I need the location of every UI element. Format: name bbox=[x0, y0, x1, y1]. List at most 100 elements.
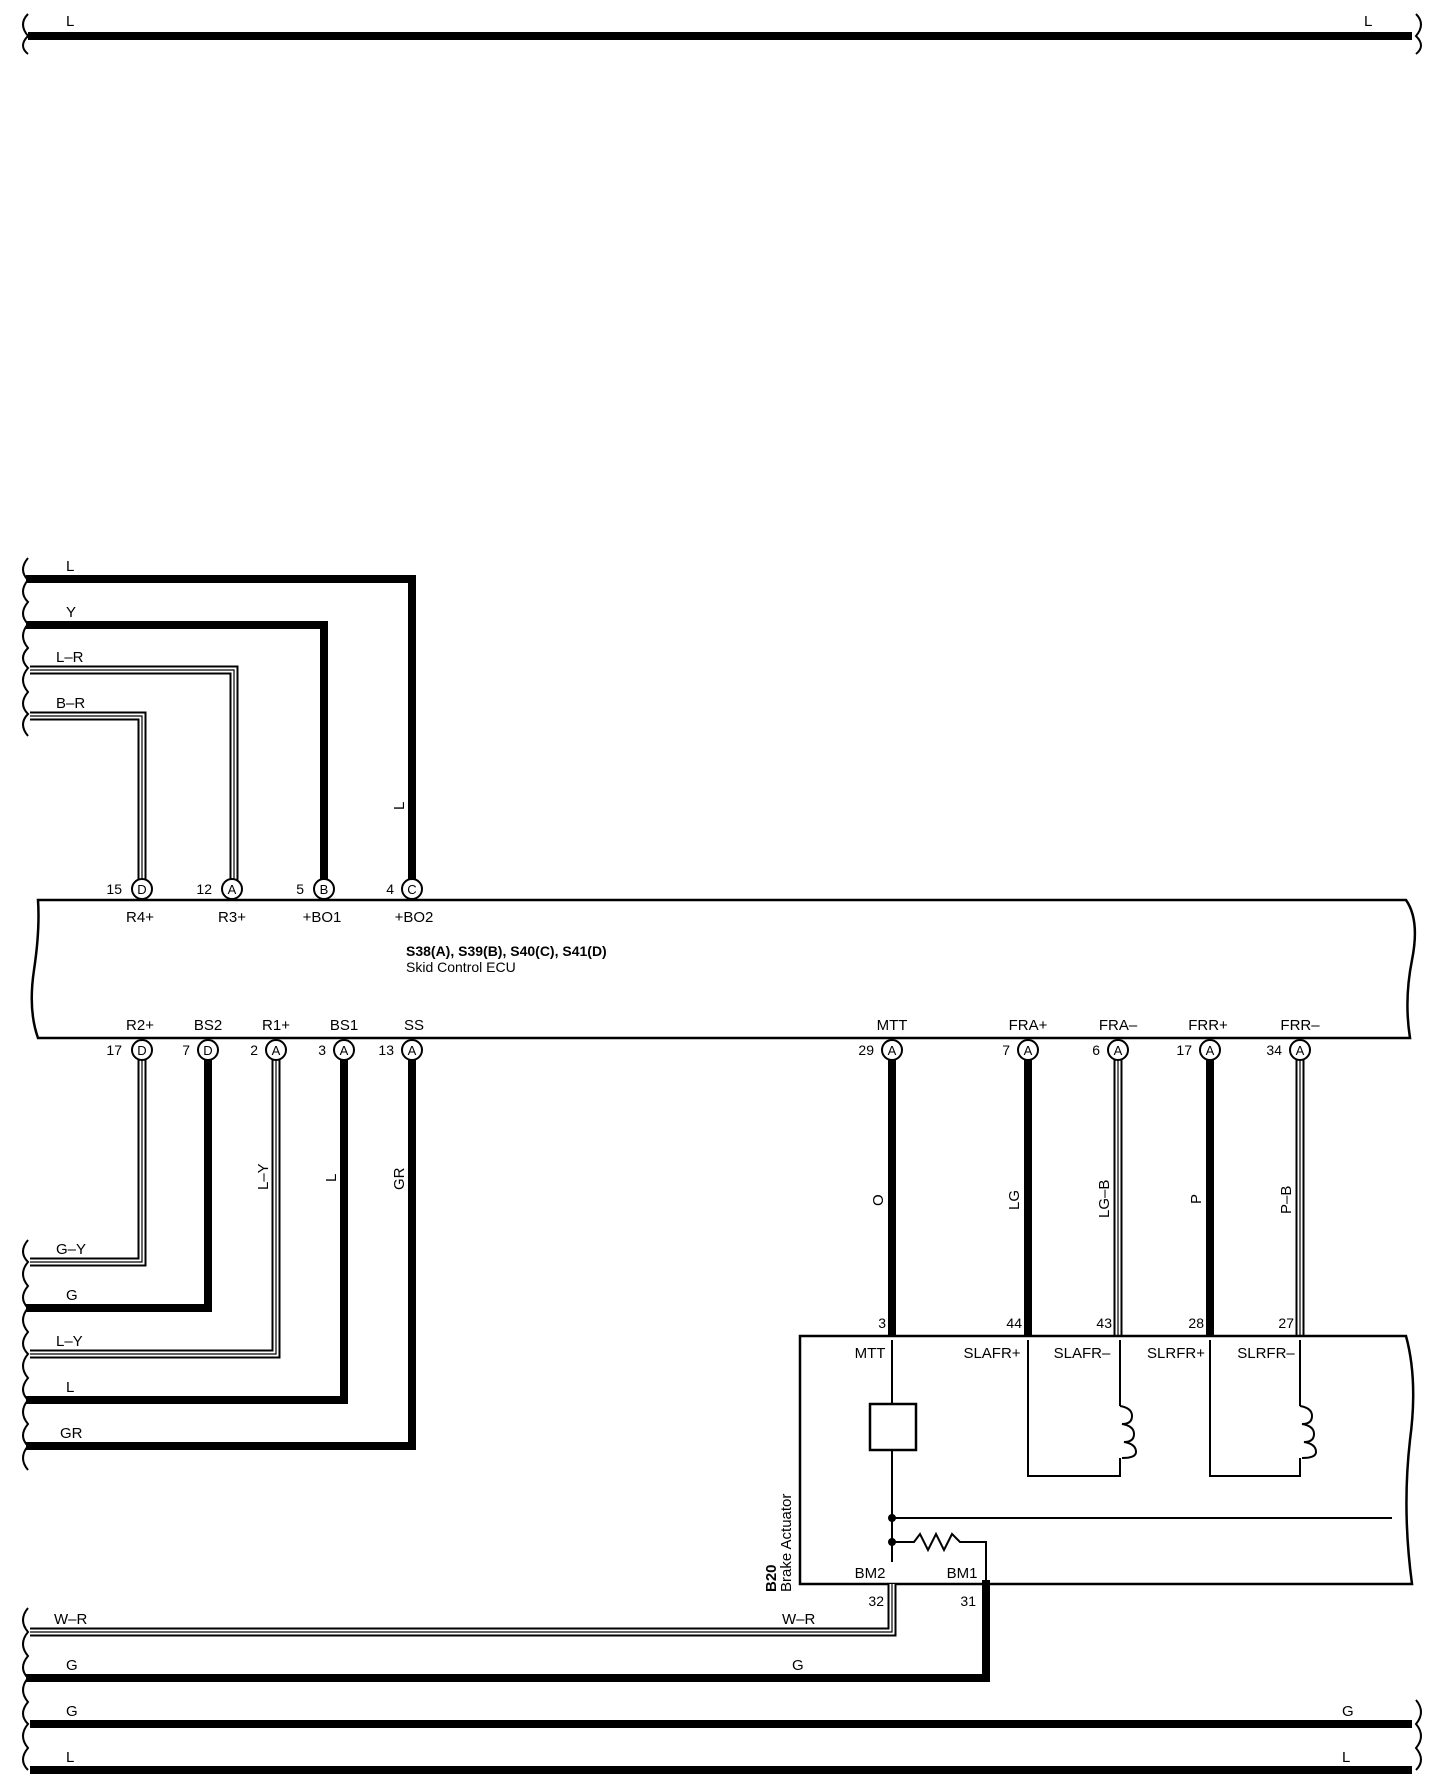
svg-text:B: B bbox=[320, 882, 329, 897]
svg-text:W–R: W–R bbox=[782, 1611, 816, 1628]
svg-text:29: 29 bbox=[858, 1042, 874, 1058]
svg-text:G: G bbox=[1342, 1703, 1354, 1720]
svg-text:C: C bbox=[407, 882, 416, 897]
wire-label-b-r: B–R bbox=[56, 695, 85, 712]
svg-text:A: A bbox=[272, 1043, 281, 1058]
ecu-pin-fra-minus: A6 bbox=[1092, 1039, 1129, 1061]
svg-text:44: 44 bbox=[1006, 1315, 1022, 1331]
svg-text:FRA–: FRA– bbox=[1099, 1017, 1138, 1034]
bm1-resistor bbox=[892, 1531, 987, 1584]
wire-vlabel-gr: GR bbox=[391, 1167, 408, 1190]
svg-text:43: 43 bbox=[1096, 1315, 1112, 1331]
svg-text:LG–B: LG–B bbox=[1096, 1180, 1113, 1218]
wire-vlabel-l-bo2: L bbox=[391, 802, 408, 810]
wire-l-r bbox=[30, 665, 239, 886]
svg-text:6: 6 bbox=[1092, 1042, 1100, 1058]
ecu-pin-frr-minus: A34 bbox=[1266, 1039, 1311, 1061]
ecu-pin-r3: A 12 R3+ bbox=[196, 878, 246, 926]
wire-label-l-y: L–Y bbox=[56, 1333, 83, 1350]
svg-text:LG: LG bbox=[1006, 1190, 1023, 1210]
svg-text:R2+: R2+ bbox=[126, 1017, 154, 1034]
svg-text:D: D bbox=[203, 1043, 212, 1058]
svg-text:G: G bbox=[66, 1657, 78, 1674]
ecu-subtitle: Skid Control ECU bbox=[406, 959, 516, 975]
svg-text:A: A bbox=[1114, 1043, 1123, 1058]
mtt-sensor-box bbox=[868, 1402, 918, 1452]
wire-label-g: G bbox=[66, 1287, 78, 1304]
wire-g-bs2 bbox=[26, 1050, 212, 1312]
svg-text:3: 3 bbox=[318, 1042, 326, 1058]
svg-text:FRR–: FRR– bbox=[1280, 1017, 1320, 1034]
svg-text:5: 5 bbox=[296, 881, 304, 897]
svg-text:P: P bbox=[1188, 1194, 1205, 1204]
svg-text:2: 2 bbox=[250, 1042, 258, 1058]
ecu-title: S38(A), S39(B), S40(C), S41(D) bbox=[406, 943, 607, 959]
svg-text:32: 32 bbox=[868, 1593, 884, 1609]
wire-vlabel-l-bs1: L bbox=[323, 1174, 340, 1182]
svg-text:17: 17 bbox=[106, 1042, 122, 1058]
svg-text:BS2: BS2 bbox=[194, 1017, 222, 1034]
ecu-pin-mtt: A 29 bbox=[858, 1039, 903, 1061]
ecu-pin-bo2: C 4 +BO2 bbox=[386, 878, 433, 926]
wire-vlabel-l-y: L–Y bbox=[255, 1163, 272, 1190]
svg-text:G: G bbox=[66, 1703, 78, 1720]
svg-text:L: L bbox=[66, 1749, 74, 1766]
svg-text:SLRFR–: SLRFR– bbox=[1237, 1345, 1295, 1362]
svg-text:4: 4 bbox=[386, 881, 394, 897]
svg-text:SLRFR+: SLRFR+ bbox=[1147, 1345, 1205, 1362]
top-bus-right-label: L bbox=[1364, 13, 1372, 30]
svg-text:7: 7 bbox=[1002, 1042, 1010, 1058]
wire-label-g-y: G–Y bbox=[56, 1241, 86, 1258]
svg-text:SS: SS bbox=[404, 1017, 424, 1034]
svg-text:BM1: BM1 bbox=[947, 1565, 978, 1582]
wire-l-bs1 bbox=[26, 1050, 348, 1404]
ecu-pin-bs1: A3 bbox=[318, 1039, 355, 1061]
svg-text:+BO1: +BO1 bbox=[303, 909, 342, 926]
wire-g-bm1 bbox=[26, 1580, 990, 1682]
wire-label-l-r: L–R bbox=[56, 649, 84, 666]
actuator-name: Brake Actuator bbox=[778, 1494, 795, 1592]
svg-text:A: A bbox=[1024, 1043, 1033, 1058]
ecu-bottom-signal-labels: R2+ BS2 R1+ BS1 SS MTT FRA+ FRA– FRR+ FR… bbox=[126, 1017, 1320, 1034]
svg-text:A: A bbox=[888, 1043, 897, 1058]
wire-b-r bbox=[30, 711, 147, 886]
wire-w-r bbox=[30, 1584, 897, 1637]
svg-text:G: G bbox=[792, 1657, 804, 1674]
ecu-pin-r4: D 15 R4+ bbox=[106, 878, 154, 926]
svg-text:13: 13 bbox=[378, 1042, 394, 1058]
svg-text:W–R: W–R bbox=[54, 1611, 88, 1628]
wire-l-y bbox=[30, 1054, 281, 1359]
right-wires: O LG LG–B P P–B 3 44 43 28 27 bbox=[870, 1054, 1305, 1336]
svg-text:28: 28 bbox=[1188, 1315, 1204, 1331]
ecu-pin-bo1: B 5 +BO1 bbox=[296, 878, 342, 926]
actuator-code: B20 bbox=[763, 1564, 780, 1592]
svg-text:R3+: R3+ bbox=[218, 909, 246, 926]
svg-text:BS1: BS1 bbox=[330, 1017, 358, 1034]
svg-text:L: L bbox=[1342, 1749, 1350, 1766]
wire-label-gr: GR bbox=[60, 1425, 83, 1442]
svg-text:12: 12 bbox=[196, 881, 212, 897]
svg-text:A: A bbox=[1206, 1043, 1215, 1058]
svg-text:R1+: R1+ bbox=[262, 1017, 290, 1034]
svg-text:27: 27 bbox=[1278, 1315, 1294, 1331]
wire-label-l-top: L bbox=[66, 558, 74, 575]
svg-text:15: 15 bbox=[106, 881, 122, 897]
wire-g-y bbox=[30, 1054, 147, 1267]
ecu-pin-bs2: D7 bbox=[182, 1039, 219, 1061]
upper-left-wires: L L Y L–R B–R bbox=[22, 557, 416, 890]
svg-text:A: A bbox=[1296, 1043, 1305, 1058]
wire-label-y: Y bbox=[66, 604, 76, 621]
svg-text:D: D bbox=[137, 882, 146, 897]
svg-text:A: A bbox=[408, 1043, 417, 1058]
lower-left-wires: G–Y G L–Y L–Y L L GR GR bbox=[22, 1050, 416, 1471]
svg-text:A: A bbox=[340, 1043, 349, 1058]
ecu-pin-frr-plus: A17 bbox=[1176, 1039, 1221, 1061]
ecu-pin-r1: A2 bbox=[250, 1039, 287, 1061]
skid-control-ecu: S38(A), S39(B), S40(C), S41(D) Skid Cont… bbox=[30, 898, 1417, 1040]
svg-text:FRR+: FRR+ bbox=[1188, 1017, 1228, 1034]
svg-text:7: 7 bbox=[182, 1042, 190, 1058]
ecu-pin-r2: D17 bbox=[106, 1039, 153, 1061]
svg-text:A: A bbox=[228, 882, 237, 897]
svg-text:SLAFR+: SLAFR+ bbox=[963, 1345, 1020, 1362]
fra-solenoid-coil bbox=[1119, 1405, 1138, 1459]
